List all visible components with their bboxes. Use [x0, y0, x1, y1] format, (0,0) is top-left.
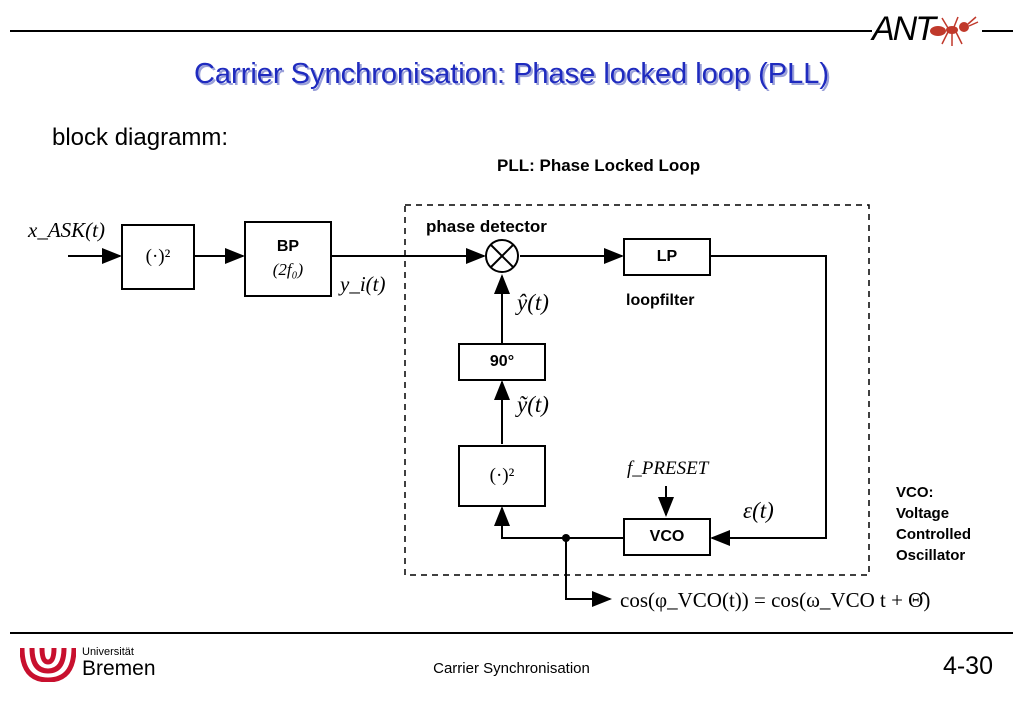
- vco-description-line: Controlled: [896, 526, 971, 543]
- pll-block-diagram-wiring: [68, 204, 870, 607]
- y-tilde-label: ỹ(t): [517, 392, 549, 417]
- phase-detector-label: phase detector: [426, 217, 547, 236]
- page-number: 4-30: [942, 652, 993, 680]
- vco-description-line: Voltage: [896, 505, 950, 522]
- feedback-squarer-block: (·)²: [458, 445, 546, 507]
- multiplier-icon: [485, 239, 519, 273]
- ant-insect-icon: [930, 16, 979, 46]
- footer-rule: [10, 632, 1013, 634]
- slide-subtitle: block diagramm:: [52, 124, 229, 151]
- university-name-big: Bremen: [82, 657, 156, 680]
- input-squarer-block: (·)²: [121, 224, 195, 290]
- error-signal-label: ε(t): [743, 498, 774, 523]
- phase-shift-block: 90°: [458, 343, 546, 381]
- vco-block: VCO: [623, 518, 711, 556]
- input-signal-label: x_ASK(t): [28, 218, 105, 242]
- phase-shift-label: 90°: [489, 353, 515, 370]
- bandpass-block: BP (2f₀): [244, 221, 332, 297]
- lowpass-block: LP: [623, 238, 711, 276]
- slide-title: Carrier Synchronisation: Phase locked lo…: [193, 58, 830, 90]
- university-logo-icon: [20, 647, 76, 682]
- input-squarer-label: (·)²: [145, 246, 171, 267]
- vco-description-line: VCO:: [896, 484, 934, 501]
- pll-caption: PLL: Phase Locked Loop: [497, 156, 701, 175]
- vco-label: VCO: [649, 528, 685, 545]
- y-hat-label: ŷ(t): [517, 290, 549, 315]
- header-rule: [10, 30, 1013, 32]
- feedback-squarer-label: (·)²: [489, 465, 515, 486]
- output-equation: cos(φ_VCO(t)) = cos(ω_VCO t + Θ̂): [620, 588, 931, 612]
- ant-logo-text: ANT: [872, 10, 936, 48]
- footer-title: Carrier Synchronisation: [433, 660, 590, 677]
- bandpass-label: BP: [276, 238, 300, 255]
- f-preset-label: f_PRESET: [627, 458, 709, 479]
- bandpass-frequency: (2f₀): [272, 260, 304, 279]
- university-name-small: Universität: [82, 646, 134, 658]
- vco-description: VCO: Voltage Controlled Oscillator: [896, 482, 971, 566]
- lowpass-label: LP: [656, 248, 678, 265]
- bp-output-label: y_i(t): [340, 272, 386, 296]
- pll-boundary: [404, 204, 870, 576]
- loopfilter-label: loopfilter: [626, 292, 695, 309]
- vco-description-line: Oscillator: [896, 547, 966, 564]
